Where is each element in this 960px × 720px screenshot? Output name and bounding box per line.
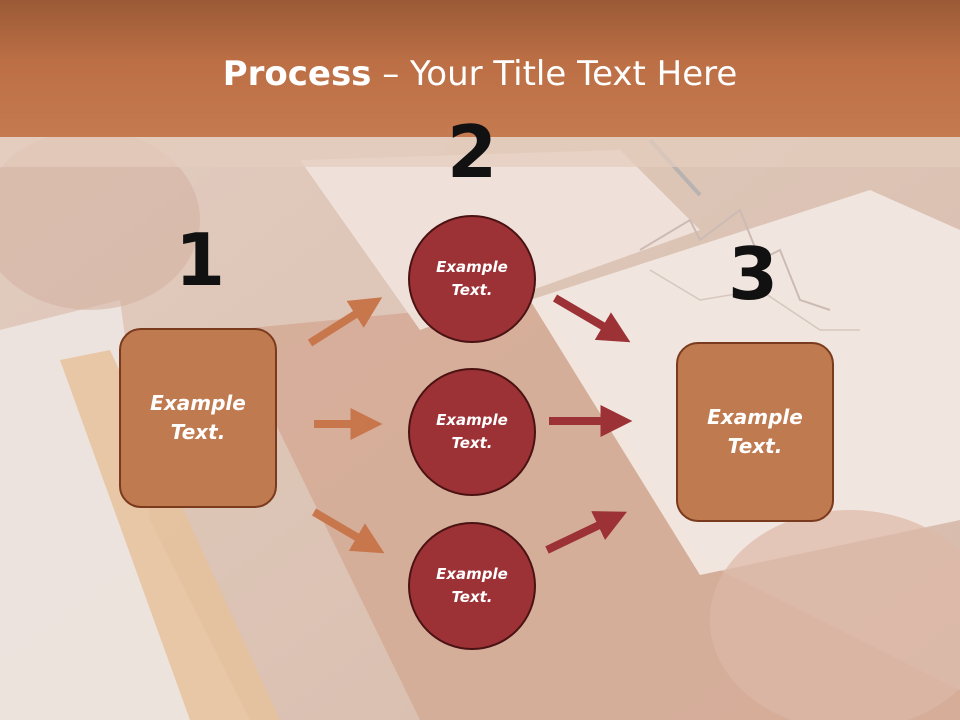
arrow-circle3-to-box3 [545,511,627,554]
step-number-3: 3 [727,232,779,316]
slide-title: Process – Your Title Text Here [0,52,960,96]
arrow-box1-to-circle3 [311,508,385,554]
step2-circle-2: Example Text. [408,368,536,496]
title-bar [0,0,960,137]
step2-circle-3: Example Text. [408,522,536,650]
step1-label: Example Text. [150,391,246,444]
step3-box: Example Text. [676,342,834,522]
arrow-circle1-to-box3 [552,294,631,343]
step1-box: Example Text. [119,328,277,508]
title-rest: – Your Title Text Here [371,54,738,94]
arrow-box1-to-circle1 [307,297,383,347]
step-number-2: 2 [446,110,498,194]
step-number-1: 1 [174,218,226,302]
title-bold: Process [222,54,372,94]
step3-label: Example Text. [707,405,803,458]
step2-circle-2-label: Example Text. [436,411,508,452]
title-bar-band [0,137,960,167]
step2-circle-1: Example Text. [408,215,536,343]
step2-circle-1-label: Example Text. [436,258,508,299]
step2-circle-3-label: Example Text. [436,565,508,606]
